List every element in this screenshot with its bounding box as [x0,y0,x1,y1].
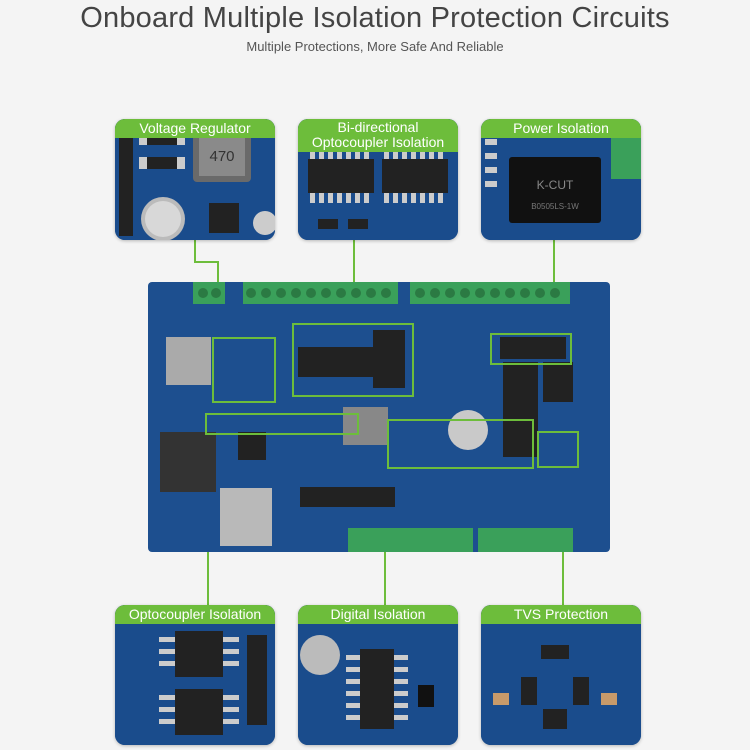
svg-text:470: 470 [209,148,234,165]
optocoupler-isolation-label: Optocoupler Isolation [115,605,275,624]
pcb-board-photo [148,282,610,552]
bidirectional-optocoupler-label: Bi-directional Optocoupler Isolation [298,119,458,152]
optocoupler-isolation-photo [115,605,275,745]
svg-text:K-CUT: K-CUT [537,178,574,192]
digital-isolation-photo [298,605,458,745]
power-isolation-label: Power Isolation [481,119,641,138]
power-isolation-panel: K-CUT B0505LS-1W Power Isolation [481,119,641,240]
tvs-protection-photo [481,605,641,745]
tvs-protection-label: TVS Protection [481,605,641,624]
svg-text:B0505LS-1W: B0505LS-1W [531,202,579,211]
bidirectional-optocoupler-label-line2: Optocoupler Isolation [311,134,445,150]
voltage-regulator-label: Voltage Regulator [115,119,275,138]
power-isolation-photo: K-CUT B0505LS-1W [481,119,641,240]
optocoupler-isolation-panel: Optocoupler Isolation [115,605,275,745]
bidirectional-optocoupler-label-line1: Bi-directional [337,119,419,135]
bidirectional-optocoupler-panel: Bi-directional Optocoupler Isolation [298,119,458,240]
page-title: Onboard Multiple Isolation Protection Ci… [80,2,670,34]
tvs-protection-panel: TVS Protection [481,605,641,745]
voltage-regulator-panel: 470 Voltage Regulator [115,119,275,240]
digital-isolation-panel: Digital Isolation [298,605,458,745]
page-subtitle: Multiple Protections, More Safe And Reli… [246,39,504,54]
voltage-regulator-photo: 470 [115,119,275,240]
digital-isolation-label: Digital Isolation [298,605,458,624]
